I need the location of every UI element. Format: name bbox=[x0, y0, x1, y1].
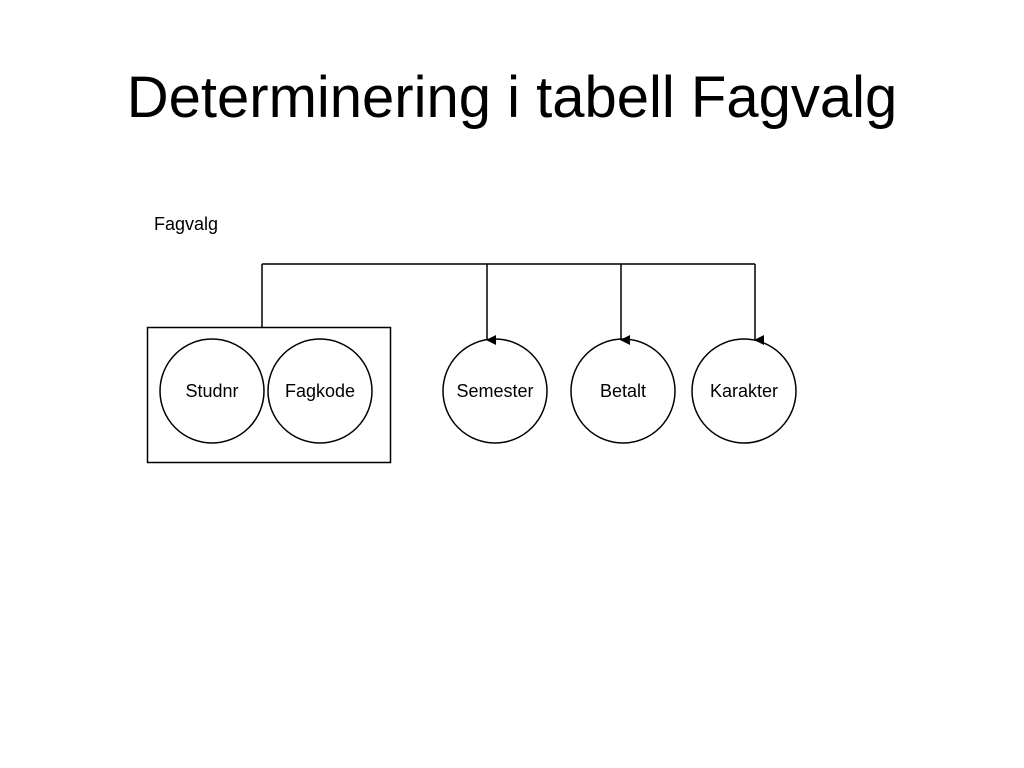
primary-key-box bbox=[146, 326, 392, 464]
attribute-betalt: Betalt bbox=[570, 338, 676, 444]
attribute-circle bbox=[570, 338, 676, 444]
attribute-circle bbox=[159, 338, 265, 444]
attribute-circle bbox=[442, 338, 548, 444]
attribute-karakter: Karakter bbox=[691, 338, 797, 444]
attribute-studnr: Studnr bbox=[159, 338, 265, 444]
attribute-fagkode: Fagkode bbox=[267, 338, 373, 444]
attribute-label: Studnr bbox=[185, 381, 238, 401]
table-name-label: Fagvalg bbox=[154, 214, 218, 234]
attribute-label: Fagkode bbox=[285, 381, 355, 401]
attribute-semester: Semester bbox=[442, 338, 548, 444]
attribute-label: Betalt bbox=[600, 381, 646, 401]
attribute-label: Karakter bbox=[710, 381, 778, 401]
attribute-circle bbox=[691, 338, 797, 444]
page-title: Determinering i tabell Fagvalg bbox=[126, 65, 898, 130]
attribute-circle bbox=[267, 338, 373, 444]
attribute-label: Semester bbox=[456, 381, 533, 401]
